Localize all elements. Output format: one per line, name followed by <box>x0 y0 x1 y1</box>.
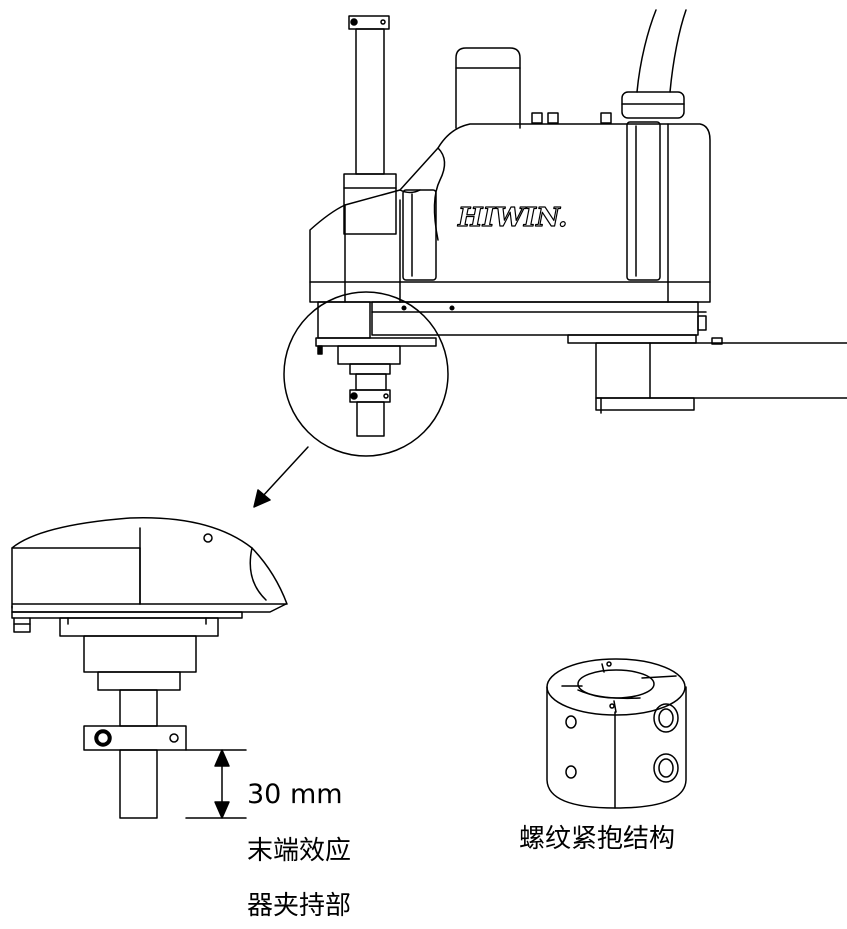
end-effector-caption-line2: 器夹持部 <box>247 891 352 921</box>
cable-connector <box>621 91 685 119</box>
magnifier-circle <box>283 291 449 457</box>
threaded-clamp-part <box>546 658 687 809</box>
detail-shaft <box>119 749 158 819</box>
top-shaft <box>355 28 385 175</box>
detail-arrow <box>261 446 309 498</box>
side-handle-right <box>626 121 661 281</box>
scara-robot <box>309 9 847 437</box>
dimension-label: 30 mm <box>247 779 343 810</box>
dimension-marker <box>185 749 247 819</box>
hiwin-logo: HIWIN. <box>457 203 567 233</box>
robot-arm <box>595 342 847 399</box>
motor-cover <box>455 47 521 129</box>
clamp-structure-caption: 螺纹紧抱结构 <box>519 824 676 854</box>
z-axis-column <box>343 173 397 235</box>
robot-cable <box>636 9 687 93</box>
side-handle-left <box>402 189 437 281</box>
base-plate <box>371 301 699 336</box>
robot-body <box>309 123 711 303</box>
end-effector-detail <box>11 517 288 819</box>
flange-plate <box>567 334 697 344</box>
end-effector-caption-line1: 末端效应 <box>247 836 352 866</box>
